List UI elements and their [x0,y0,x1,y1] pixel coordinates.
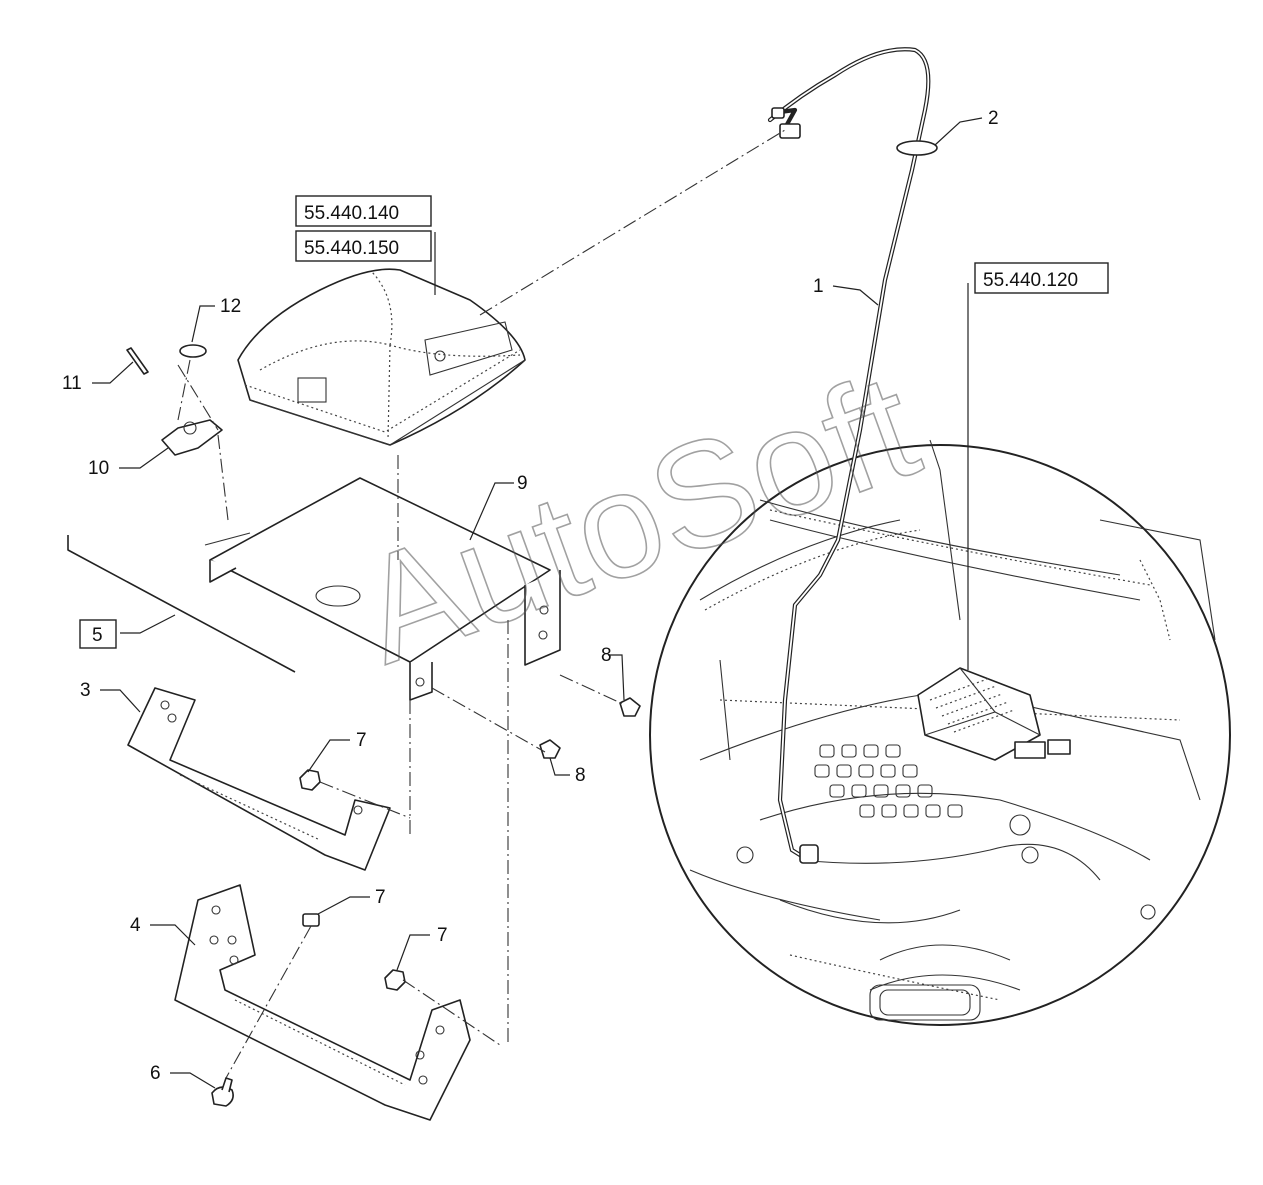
callout-nut-b: 7 [375,887,386,908]
callout-leaders [92,117,983,1089]
ref-link-frame[interactable]: 5 [79,619,117,649]
mounting-plate [204,477,561,701]
controller-module [917,667,1071,761]
callout-harness: 1 [813,276,824,297]
callout-bolt-a: 8 [575,765,586,786]
cab-detail-view [649,439,1231,1026]
bolt-carriage [211,1077,234,1107]
ref-link-controller[interactable]: 55.440.120 [974,262,1109,294]
latch-assembly [161,419,223,456]
nut-b [302,913,320,927]
frame-edge [67,535,296,673]
ref-label-frame: 5 [92,625,103,646]
callout-cable-tie: 2 [988,108,999,129]
wiring-harness [767,47,931,864]
assembly-centerlines [177,129,786,1079]
callout-pin: 11 [62,373,82,394]
ref-label-receiver-top: 55.440.140 [304,203,399,224]
ref-label-receiver-bottom: 55.440.150 [304,238,399,259]
bracket-front [127,687,391,871]
floor-grid [814,744,963,818]
hitch-pin [126,347,149,375]
callout-bracket-front: 3 [80,680,91,701]
callout-lynch-pin: 12 [220,296,241,317]
callout-nut-a: 7 [356,730,367,751]
cable-tie [896,140,938,156]
callout-bolt-carriage: 6 [150,1063,161,1084]
ref-link-receiver-top[interactable]: 55.440.140 [295,195,432,227]
callout-latch: 10 [88,458,109,479]
nut-c [384,969,406,991]
callout-bracket-rear: 4 [130,915,141,936]
callout-nut-c: 7 [437,925,448,946]
bolt-a [539,739,561,759]
callout-mounting-plate: 9 [517,473,528,494]
ref-link-receiver-bottom[interactable]: 55.440.150 [295,230,432,262]
bolt-b [619,697,641,717]
bracket-rear [174,884,471,1121]
nut-a [299,769,321,791]
gps-receiver [237,268,526,446]
callout-bolt-b: 8 [601,645,612,666]
lynch-pin [179,344,207,358]
ref-label-controller: 55.440.120 [983,270,1078,291]
